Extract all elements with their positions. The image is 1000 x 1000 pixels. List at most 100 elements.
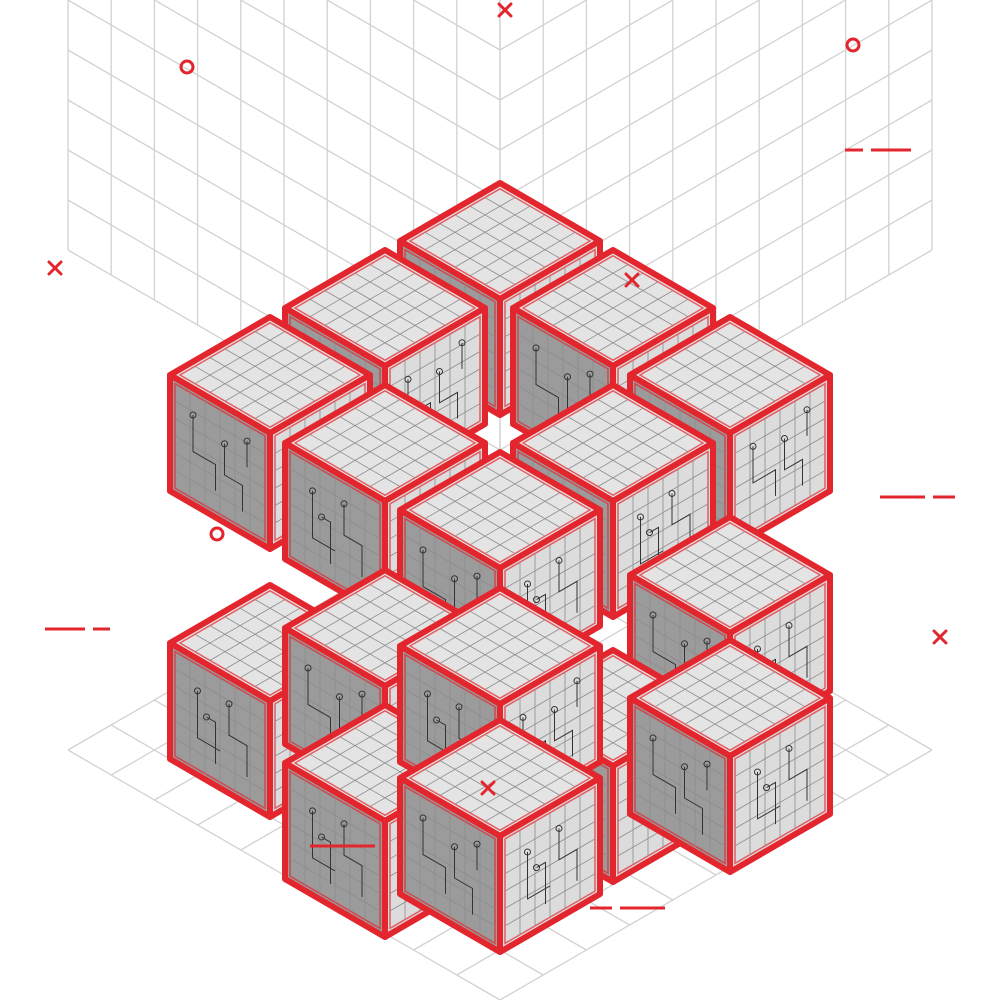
grid-line <box>239 0 501 151</box>
circuit-node <box>564 373 571 381</box>
circuit-node <box>785 744 793 752</box>
circuit-node <box>754 645 761 653</box>
right-face-panel-grid <box>734 715 826 855</box>
circuit-trace <box>788 748 808 801</box>
top-face-panel-grid <box>537 399 689 487</box>
grid-line <box>412 0 501 51</box>
circuit-trace <box>307 668 331 744</box>
circuit-node <box>318 513 325 521</box>
right-face-circuit <box>754 744 808 825</box>
circuit-node <box>803 406 811 414</box>
panel-grid-line <box>309 618 401 672</box>
circuit-trace <box>558 828 578 881</box>
circuit-node <box>189 411 197 419</box>
x-cross-mark-icon <box>47 260 63 276</box>
circuit-node <box>404 375 412 383</box>
top-face-panel-grid <box>654 531 806 619</box>
ring-mark-icon <box>209 526 225 542</box>
grid-line <box>325 0 501 101</box>
circuit-trace <box>197 690 221 752</box>
circuit-trace <box>652 738 676 814</box>
circuit-node <box>519 713 527 721</box>
top-face-panel-grid <box>537 264 689 352</box>
circuit-node <box>203 713 210 721</box>
circuit-node <box>637 513 644 521</box>
circuit-node <box>451 575 458 583</box>
circuit-node <box>473 572 481 580</box>
panel-grid-line <box>537 298 629 352</box>
grid-line <box>67 0 501 251</box>
circuit-node <box>243 437 251 445</box>
right-face-circuit <box>637 489 691 570</box>
circuit-node <box>419 546 427 554</box>
circuit-trace <box>454 846 473 915</box>
circuit-trace <box>784 438 803 486</box>
x-cross-mark-icon <box>932 629 948 645</box>
top-face-panel-grid <box>424 602 576 690</box>
panel-grid-line <box>504 873 596 927</box>
circuit-node <box>458 339 466 347</box>
circuit-node <box>646 529 653 537</box>
circuit-node <box>455 703 463 711</box>
panel-grid-line <box>634 793 726 847</box>
circuit-node <box>573 677 581 685</box>
decorative-marks <box>45 2 955 910</box>
circuit-trace <box>343 823 363 897</box>
right-face-circuit <box>524 824 578 905</box>
circuit-trace <box>788 625 808 678</box>
panel-grid-line <box>424 231 516 285</box>
circuit-trace <box>640 516 664 565</box>
circuit-node <box>358 690 366 698</box>
circuit-node <box>749 442 757 450</box>
circuit-node <box>304 664 312 672</box>
panel-grid-line <box>734 470 826 524</box>
top-face-panel-grid <box>654 654 806 742</box>
left-face-panel-grid <box>174 660 266 800</box>
circuit-node <box>340 820 348 828</box>
panel-grid-line <box>424 500 516 554</box>
circuit-node <box>649 734 657 742</box>
x-stroke <box>497 2 513 18</box>
circuit-node <box>473 840 481 848</box>
circuit-node <box>754 768 761 776</box>
circuit-trace <box>228 703 248 777</box>
grid-line <box>499 0 675 101</box>
circuit-trace <box>422 818 446 894</box>
circuit-trace <box>671 493 691 546</box>
circuit-node <box>318 833 325 841</box>
circuit-node <box>555 824 563 832</box>
circuit-node <box>649 611 657 619</box>
panel-grid-line <box>424 636 516 690</box>
circuit-node <box>555 556 563 564</box>
x-cross-mark-icon <box>624 272 640 288</box>
panel-grid-line <box>654 688 746 742</box>
left-face-panel-grid <box>289 780 381 920</box>
top-face-panel-grid <box>424 466 576 554</box>
circuit-trace <box>535 348 559 424</box>
cube <box>397 717 603 955</box>
circuit-node <box>419 814 427 822</box>
circuit-node <box>309 487 316 495</box>
circuit-trace <box>224 443 243 512</box>
panel-grid-line <box>404 873 496 927</box>
panel-grid-line <box>194 633 286 687</box>
top-face-panel-grid <box>309 264 461 352</box>
panel-grid-line <box>174 470 266 524</box>
right-face-circuit <box>749 406 811 496</box>
x-cross-mark-icon <box>497 2 513 18</box>
panel-grid-line <box>309 298 401 352</box>
top-face-panel-grid <box>194 331 346 419</box>
x-stroke <box>47 260 63 276</box>
circuit-node <box>433 716 440 724</box>
circuit-trace <box>752 446 776 496</box>
grid-line <box>153 0 501 201</box>
left-face-circuit <box>649 734 711 835</box>
left-face-panel-grid <box>634 715 726 855</box>
circuit-node <box>681 763 688 771</box>
circuit-trace <box>312 810 336 872</box>
panel-grid-line <box>174 738 266 792</box>
circuit-node <box>703 637 711 645</box>
circuit-trace <box>527 852 551 900</box>
circuit-node <box>586 370 594 378</box>
